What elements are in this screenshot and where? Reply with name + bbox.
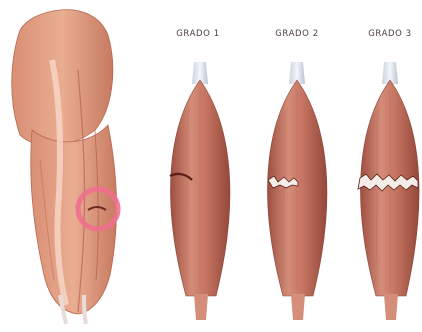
- tendon-bottom: [291, 294, 305, 320]
- muscle-grade-1: [170, 62, 230, 320]
- tendon-bottom: [384, 294, 398, 320]
- thigh-anatomy: [12, 10, 118, 324]
- grade-1-label: GRADO 1: [176, 29, 220, 39]
- tendon-bottom: [194, 294, 208, 320]
- muscle-grade-3: [358, 62, 419, 320]
- grade-2-label: GRADO 2: [275, 29, 319, 39]
- grade-3-label: GRADO 3: [368, 29, 412, 39]
- hamstring-group: [31, 125, 117, 314]
- muscle-grade-2: [267, 62, 326, 320]
